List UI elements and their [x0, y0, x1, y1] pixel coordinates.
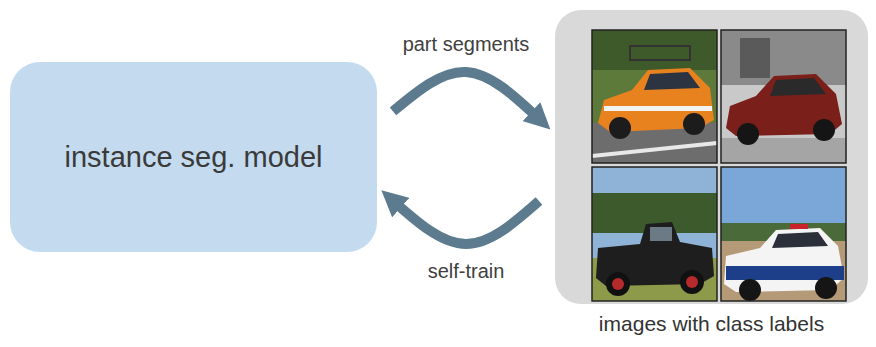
edge-label: self-train: [424, 260, 509, 283]
model-box: instance seg. model: [10, 62, 377, 252]
back-arc: [393, 201, 539, 244]
image-panel: images with class labels: [555, 10, 868, 304]
car-photo: [592, 167, 717, 301]
car-photo: [592, 30, 717, 163]
box-label: instance seg. model: [65, 141, 323, 174]
car-photo: [721, 30, 846, 163]
forward-arc: [393, 72, 539, 119]
car-photo: [721, 167, 846, 301]
panel-caption: images with class labels: [599, 312, 824, 336]
edge-label: part segments: [399, 33, 534, 56]
photo-frames: [592, 30, 846, 301]
